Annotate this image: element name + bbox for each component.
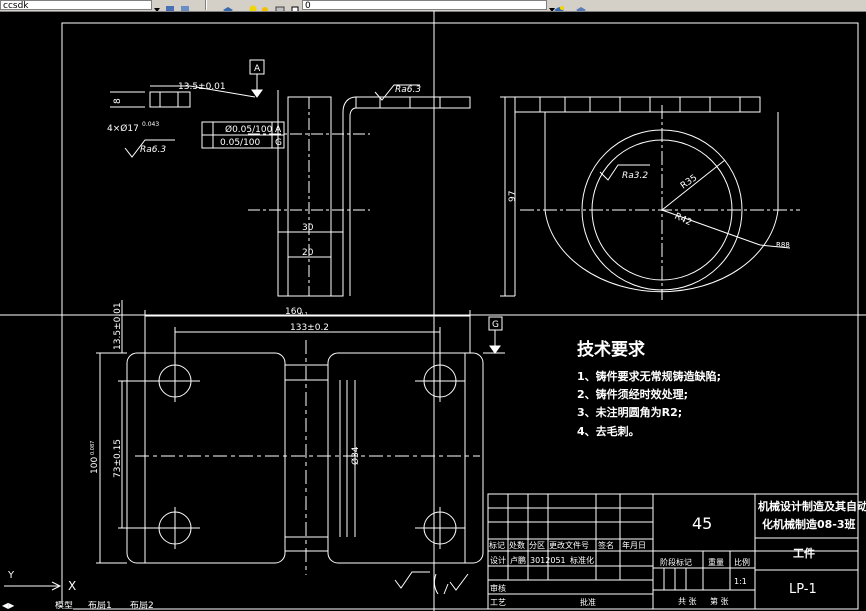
title-approve-label: 批准 [580, 597, 596, 607]
side-view [500, 96, 800, 300]
dim-chamfer: 4×Ø17 [107, 123, 139, 134]
title-material: 45 [692, 514, 712, 533]
make-current-layer-icon[interactable] [553, 0, 564, 11]
drawing-canvas[interactable]: 13.5±0.01 4×Ø17 0.043 8 Ø0.05/100 A 0.05… [0, 11, 866, 611]
tab-nav-arrows-icon[interactable]: ◀▶ [2, 601, 15, 610]
tab-layout1[interactable]: 布局1 [88, 601, 112, 611]
tolerance-parallel: 0.05/100 [220, 138, 261, 148]
layout-tabs: ◀▶ 模型 布局1 布局2 [0, 601, 300, 611]
title-drawing-no: LP-1 [789, 582, 817, 597]
toolbar-separator [205, 0, 207, 10]
title-design-no: 3012051 [530, 556, 566, 565]
layer-manager-icon[interactable] [222, 0, 233, 11]
ucs-x-label: X [68, 579, 76, 593]
note-item: 2、铸件须经时效处理; [577, 387, 688, 401]
dim-8: 8 [113, 98, 123, 104]
title-header: 更改文件号 [549, 540, 589, 550]
dim-97: 97 [508, 191, 518, 202]
title-scale-label: 比例 [734, 557, 750, 567]
note-item: 1、铸件要求无常规铸造缺陷; [577, 369, 721, 383]
datum-g: G [492, 320, 499, 330]
front-view [110, 59, 471, 297]
sun-icon[interactable] [260, 0, 270, 11]
title-header: 分区 [529, 541, 545, 550]
note-item: 3、未注明圆角为R2; [577, 405, 682, 419]
datum-a: A [254, 64, 261, 74]
dim-30: 30 [302, 223, 314, 233]
title-class: 化机械制造08-3班 [762, 517, 856, 531]
plan-inner-height: 73±0.15 [113, 439, 123, 478]
layer-color-icon[interactable] [290, 0, 300, 11]
title-stage-label: 阶段标记 [660, 557, 692, 567]
title-header: 签名 [598, 540, 614, 550]
title-header: 年月日 [622, 540, 646, 550]
plan-inner-width: 133±0.2 [290, 323, 329, 333]
title-header: 标记 [489, 540, 505, 550]
tolerance-flatness-datum: A [275, 125, 282, 135]
style-manager-icon[interactable] [165, 0, 175, 11]
title-sheet-no: 第 张 [710, 596, 729, 606]
title-review-label: 审核 [490, 583, 506, 593]
plan-view [96, 300, 505, 575]
dim-chamfer-tol: 0.043 [142, 121, 159, 128]
title-header: 处数 [509, 540, 525, 550]
text-style-combo[interactable]: ccsdk [0, 0, 152, 10]
roughness-left: Ra6.3 [140, 145, 166, 155]
tolerance-parallel-datum: G [275, 138, 282, 148]
title-block [487, 493, 859, 610]
roughness-right: Ra6.3 [395, 85, 421, 95]
title-process-label: 工艺 [490, 598, 506, 607]
title-design: 设计 [490, 555, 506, 565]
lightbulb-icon[interactable] [248, 0, 258, 11]
plan-left-top: 13.5±0.01 [113, 302, 123, 350]
dim-r88: R88 [776, 241, 790, 249]
layer-lock-icon[interactable] [275, 0, 285, 11]
dropdown-arrow-icon[interactable] [547, 0, 557, 11]
title-weight-label: 重量 [708, 557, 724, 567]
dim-r42: R42 [673, 212, 693, 229]
plan-height-tol: 0.087 [90, 441, 96, 455]
dim-20: 20 [302, 248, 314, 258]
title-designer: 卢鹏 [510, 555, 526, 565]
title-part-name: 工件 [793, 546, 815, 560]
tab-model[interactable]: 模型 [55, 601, 74, 611]
dim-top-width: 13.5±0.01 [178, 82, 226, 92]
ucs-icon [4, 581, 62, 591]
layer-combo[interactable]: 0 [302, 0, 547, 10]
tolerance-flatness: Ø0.05/100 [225, 124, 273, 135]
plan-height: 100 [90, 457, 100, 474]
drawing-border [61, 22, 859, 610]
table-style-icon[interactable] [180, 0, 190, 11]
title-standardize: 标准化 [570, 555, 594, 565]
roughness-symbols [394, 571, 469, 595]
title-scale: 1:1 [734, 577, 747, 586]
plan-total-width-tol: 0.1 [300, 312, 308, 318]
note-item: 4、去毛刺。 [577, 424, 640, 438]
title-sheet-total: 共 张 [678, 597, 697, 606]
tab-layout2[interactable]: 布局2 [130, 601, 154, 611]
plan-total-width: 160 [285, 307, 302, 317]
ucs-y-label: Y [7, 570, 15, 581]
plan-diameter: Ø34 [350, 446, 361, 465]
notes-title: 技术要求 [577, 339, 645, 360]
layer-previous-icon[interactable] [575, 0, 586, 11]
title-school: 机械设计制造及其自动 [758, 499, 866, 513]
toolbar: ccsdk 0 [0, 0, 866, 12]
dropdown-arrow-icon[interactable] [152, 0, 162, 11]
roughness-circle: Ra3.2 [622, 171, 648, 181]
